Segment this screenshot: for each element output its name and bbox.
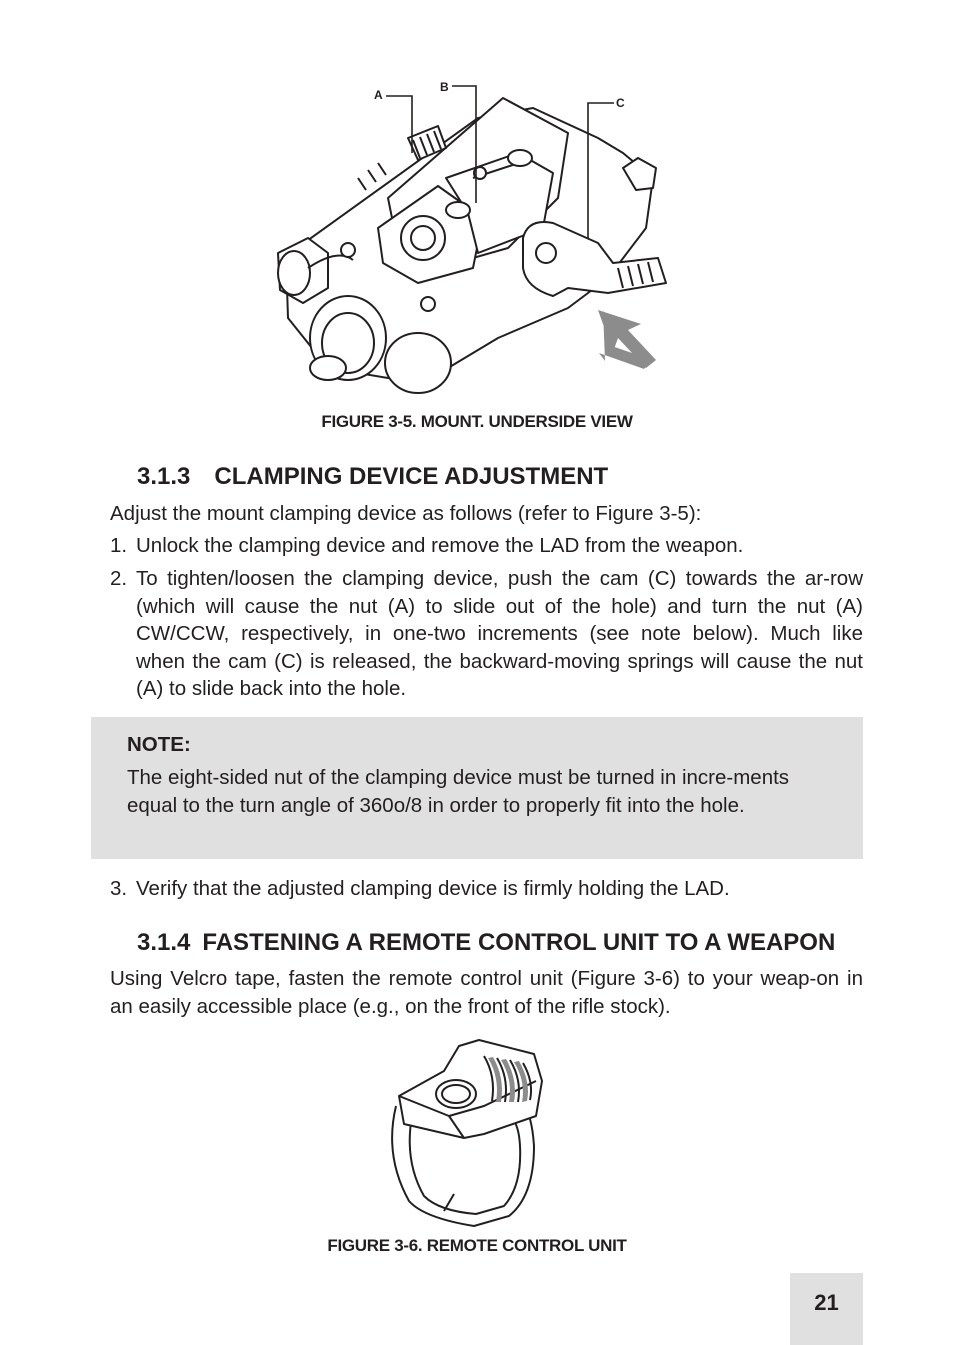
list-number: 1.	[110, 534, 128, 557]
list-text: Unlock the clamping device and remove th…	[136, 534, 744, 557]
section-intro: Adjust the mount clamping device as foll…	[110, 502, 702, 525]
list-item: 3. Verify that the adjusted clamping dev…	[110, 875, 863, 903]
section-title: CLAMPING DEVICE ADJUSTMENT	[214, 463, 609, 490]
section-3-1-3-heading: 3.1.3 CLAMPING DEVICE ADJUSTMENT	[137, 463, 608, 491]
note-title: NOTE:	[127, 733, 191, 756]
remote-control-unit-figure	[391, 1039, 543, 1227]
callout-a: A	[374, 88, 383, 102]
mount-underside-figure	[277, 85, 667, 394]
list-number: 2.	[110, 567, 128, 590]
section-number: 3.1.4	[137, 929, 191, 956]
figure-3-6-caption: FIGURE 3-6. REMOTE CONTROL UNIT	[327, 1236, 627, 1255]
section-paragraph: Using Velcro tape, fasten the remote con…	[110, 967, 863, 1018]
section-title: FASTENING A REMOTE CONTROL UNIT TO A WEA…	[202, 929, 836, 956]
note-text: The eight-sided nut of the clamping devi…	[127, 766, 790, 817]
list-item: 1. Unlock the clamping device and remove…	[110, 532, 863, 560]
callout-b: B	[440, 80, 449, 94]
page-number: 21	[790, 1273, 863, 1345]
note-box	[91, 717, 863, 859]
list-number: 3.	[110, 877, 128, 900]
figure-3-5-caption: FIGURE 3-5. MOUNT. UNDERSIDE VIEW	[321, 412, 633, 431]
section-number: 3.1.3	[137, 463, 191, 490]
list-text: Verify that the adjusted clamping device…	[136, 877, 730, 900]
section-3-1-4-heading: 3.1.4 FASTENING A REMOTE CONTROL UNIT TO …	[137, 929, 835, 957]
list-text: To tighten/loosen the clamping device, p…	[136, 567, 863, 700]
list-item: 2. To tighten/loosen the clamping device…	[110, 565, 863, 705]
callout-c: C	[616, 96, 625, 110]
